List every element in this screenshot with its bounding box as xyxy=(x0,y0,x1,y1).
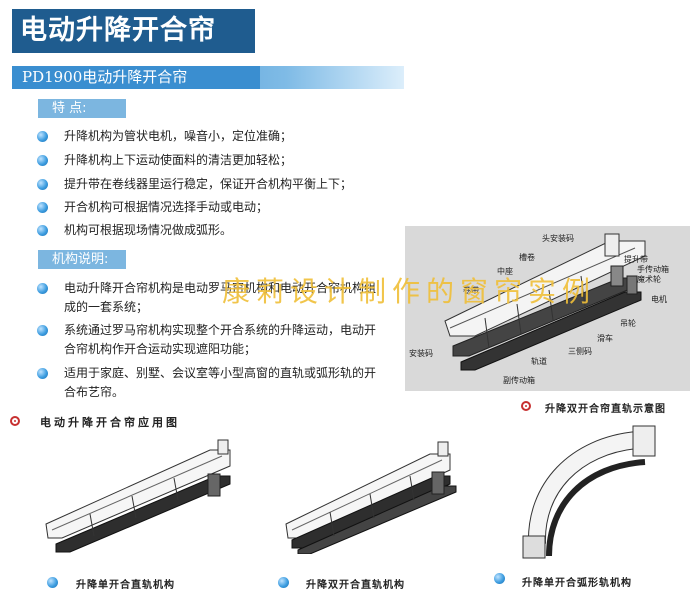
feature-item: 机构可根据现场情况做成弧形。 xyxy=(64,223,233,237)
mechanism-item-line: 适用于家庭、别墅、会议室等小型高窗的直轨或弧形轨的开 xyxy=(64,366,377,380)
label-track: 轨道 xyxy=(531,357,547,366)
track-diagram-drawing xyxy=(444,233,646,371)
label-reel: 卷带 xyxy=(463,286,479,295)
label-center-seat: 中座 xyxy=(497,267,513,276)
application-caption: 升降双开合直轨机构 xyxy=(306,580,405,591)
watermark-text: 康莉设计制作的窗帘实例 xyxy=(222,275,597,308)
mechanism-item-line: 合布艺帘。 xyxy=(64,385,125,399)
track-diagram xyxy=(405,226,690,391)
bullet-icon xyxy=(278,577,289,588)
feature-item: 开合机构可根据情况选择手动或电动； xyxy=(64,200,269,214)
feature-item: 升降机构上下运动使面料的清洁更加轻松； xyxy=(64,153,293,167)
red-marker-icon xyxy=(10,416,20,426)
bullet-icon xyxy=(37,179,48,190)
feature-item: 提升带在卷线器里运行稳定，保证开合机构平衡上下； xyxy=(64,177,353,191)
label-three-side: 三侧码 xyxy=(568,347,592,356)
label-lift-belt: 提升带 xyxy=(624,255,648,264)
double-straight-track-illustration xyxy=(285,441,457,554)
bullet-icon xyxy=(37,283,48,294)
bullet-icon xyxy=(37,131,48,142)
single-straight-track-illustration xyxy=(45,439,231,553)
bullet-icon xyxy=(37,155,48,166)
mechanism-item-line: 电动升降开合帘机构是电动罗马帘机构和电动开合帘机构组 xyxy=(64,281,377,295)
application-caption: 升降单开合弧形轨机构 xyxy=(522,578,632,589)
label-motor: 电机 xyxy=(651,295,667,304)
mechanism-item-line: 成的一套系统； xyxy=(64,300,149,314)
feature-item: 升降机构为管状电机，噪音小，定位准确； xyxy=(64,129,293,143)
application-caption: 升降单开合直轨机构 xyxy=(76,580,175,591)
bullet-icon xyxy=(37,325,48,336)
bullet-icon xyxy=(37,368,48,379)
product-subtitle: PD1900电动升降开合帘 xyxy=(12,66,260,89)
page-title: 电动升降开合帘 xyxy=(12,9,255,53)
bullet-icon xyxy=(494,573,505,584)
diagram-caption: 升降双开合帘直轨示意图 xyxy=(545,404,666,415)
mechanism-label: 机构说明: xyxy=(38,250,126,269)
label-head-mount: 头安装码 xyxy=(542,234,574,243)
single-curved-track-illustration xyxy=(522,425,656,559)
label-slide: 滑车 xyxy=(597,334,613,343)
label-hand-pull: 手传动箱 xyxy=(637,265,669,274)
label-trough: 槽卷 xyxy=(519,253,535,262)
bullet-icon xyxy=(47,577,58,588)
bullet-icon xyxy=(37,225,48,236)
label-magic-wheel: 魔术轮 xyxy=(637,275,661,284)
label-side-box: 副传动箱 xyxy=(503,376,535,385)
red-marker-icon xyxy=(521,401,531,411)
application-title: 电动升降开合帘应用图 xyxy=(40,416,180,429)
mechanism-item-line: 合帘机构作开合运动实现遮阳功能； xyxy=(64,342,257,356)
mechanism-item-line: 系统通过罗马帘机构实现整个开合系统的升降运动，电动开 xyxy=(64,323,377,337)
features-label: 特 点: xyxy=(38,99,126,118)
bullet-icon xyxy=(37,202,48,213)
label-mount: 安装码 xyxy=(409,349,433,358)
label-hanger: 吊轮 xyxy=(620,319,636,328)
